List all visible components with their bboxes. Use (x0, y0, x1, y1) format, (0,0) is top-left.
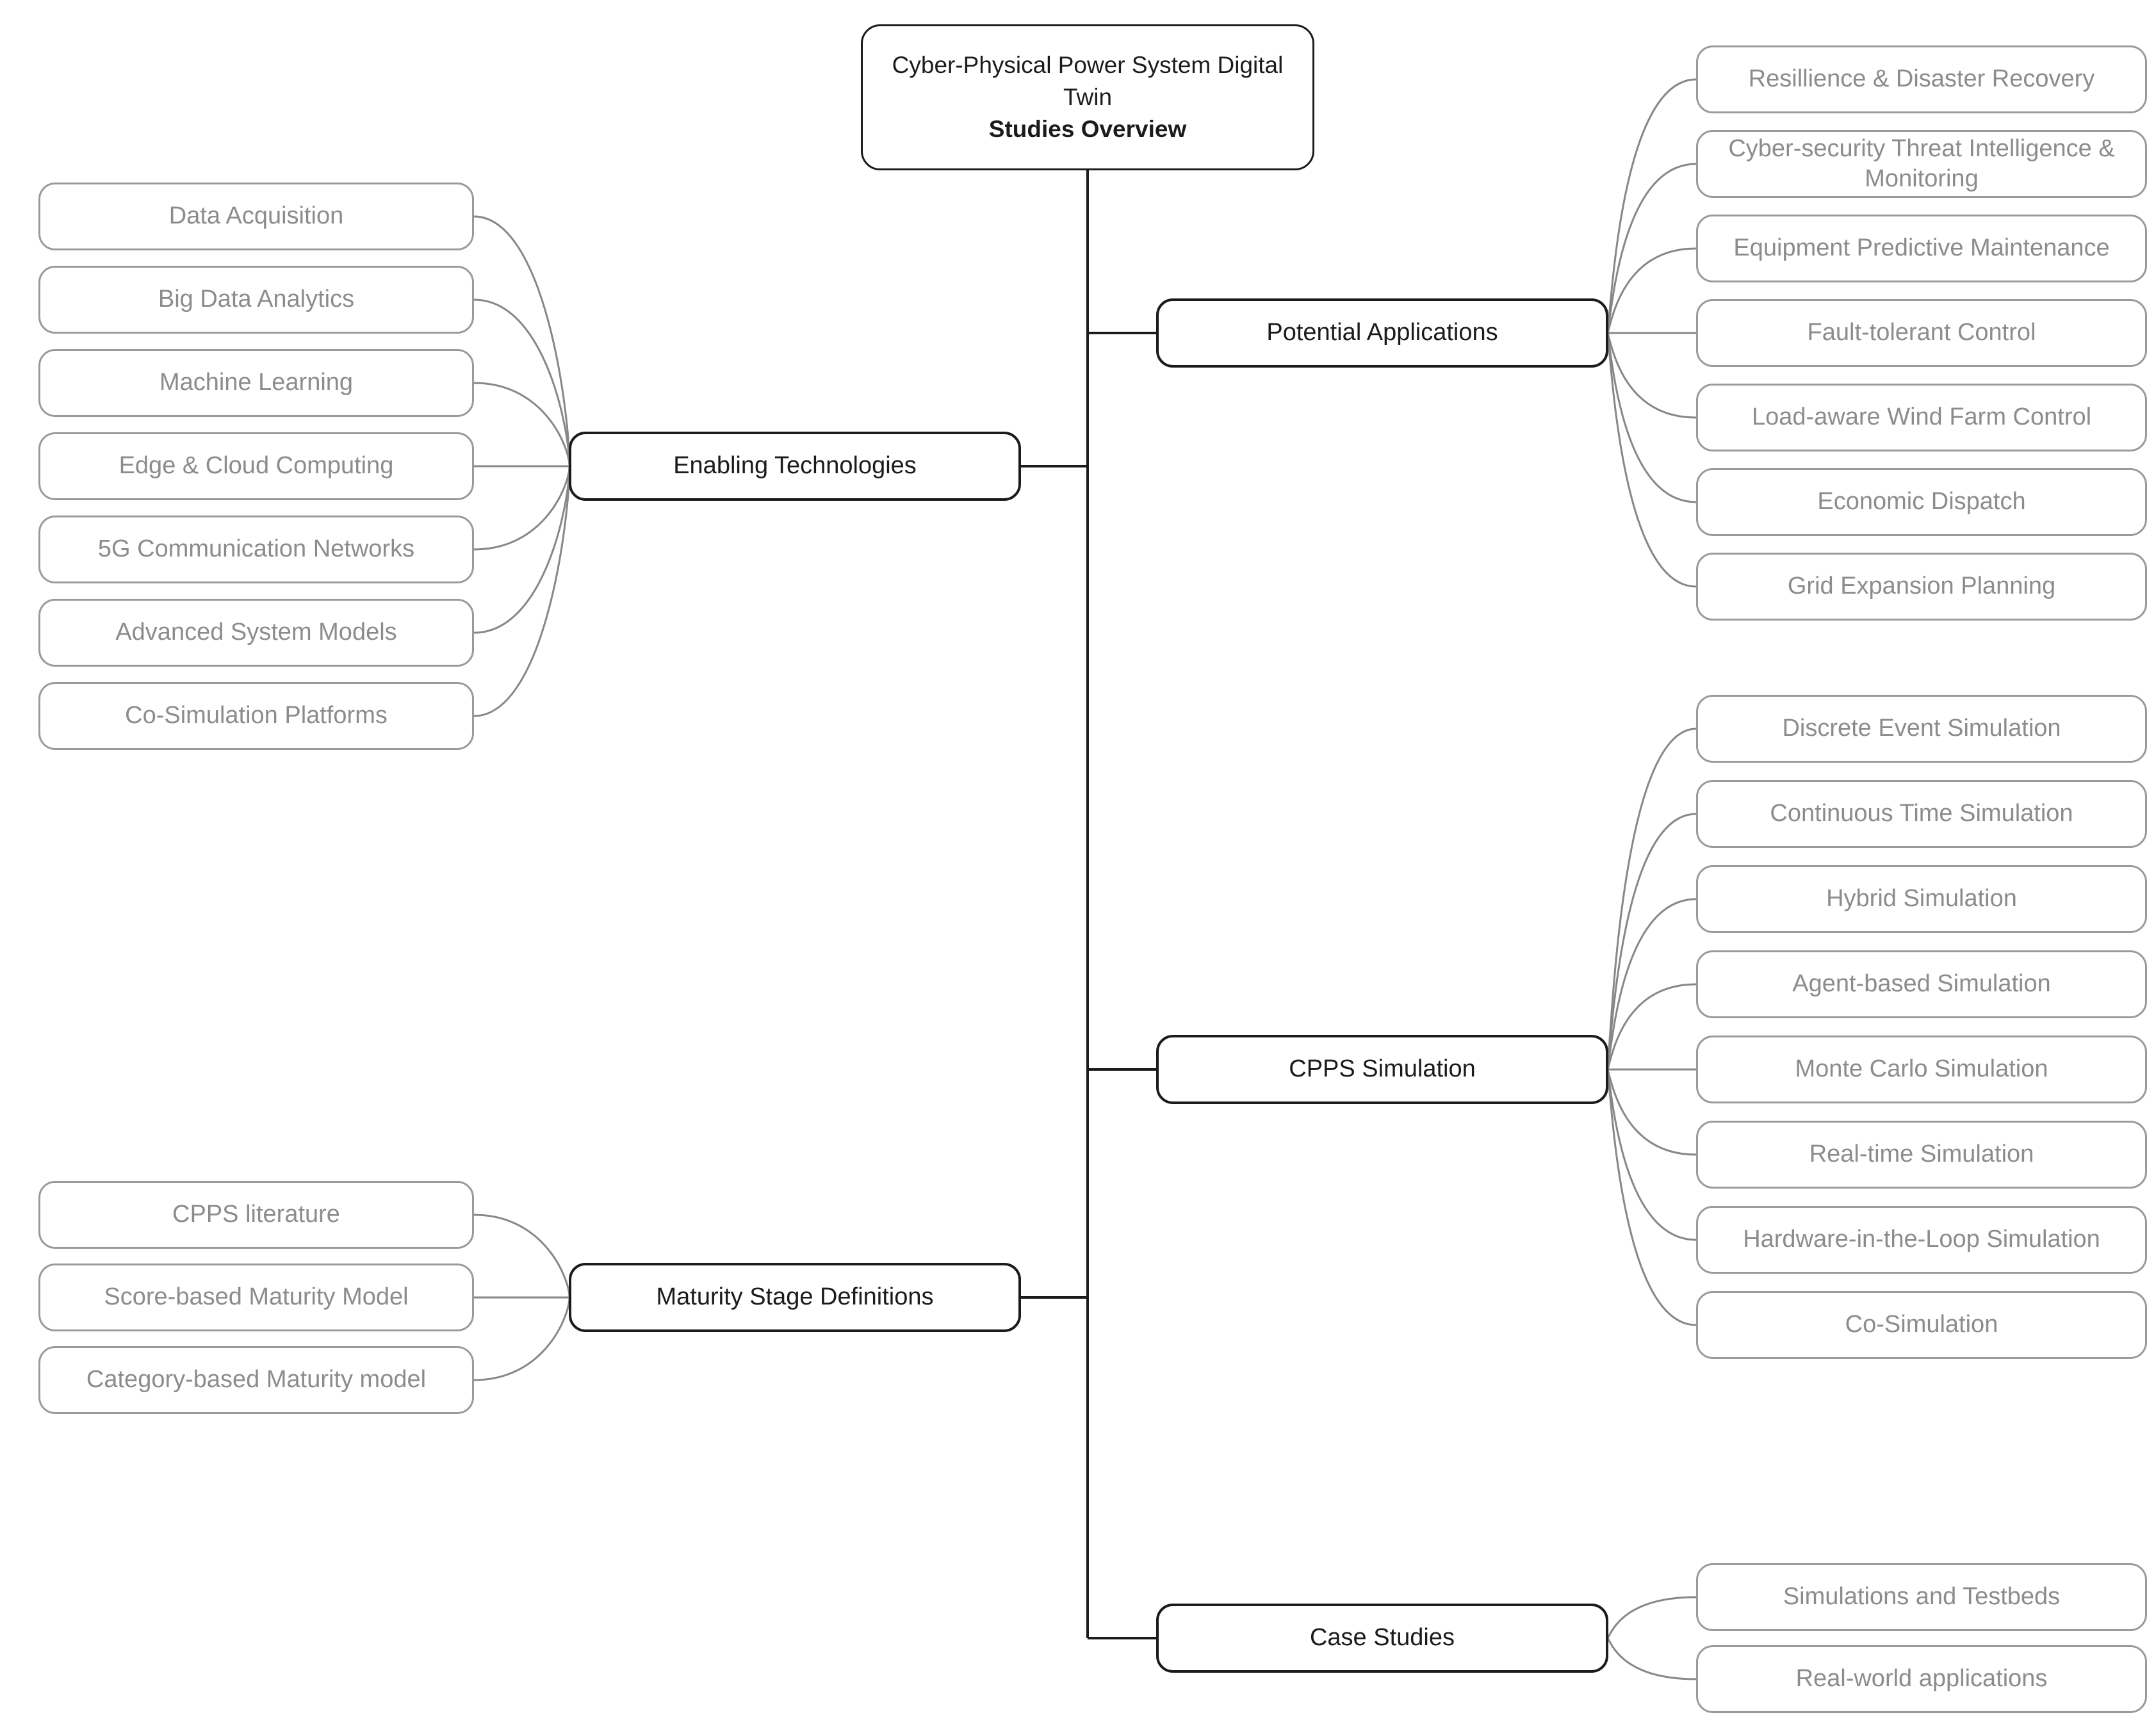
branch-node-case-studies[interactable]: Case Studies (1156, 1604, 1608, 1673)
child-node-data-acquisition-label: Data Acquisition (168, 202, 344, 230)
child-connector (1606, 898, 1697, 1070)
child-node-hardware-in-the-loop-simulation[interactable]: Hardware-in-the-Loop Simulation (1696, 1206, 2147, 1274)
child-node-simulations-and-testbeds[interactable]: Simulations and Testbeds (1696, 1563, 2147, 1631)
child-connector (473, 1214, 571, 1298)
child-node-grid-expansion-planning[interactable]: Grid Expansion Planning (1696, 553, 2147, 621)
branch-node-cpps-simulation[interactable]: CPPS Simulation (1156, 1035, 1608, 1104)
child-node-equipment-predictive-maintenance-label: Equipment Predictive Maintenance (1733, 234, 2110, 262)
child-node-advanced-system-models-label: Advanced System Models (115, 619, 397, 646)
child-connector (1606, 983, 1697, 1070)
child-node-real-time-simulation-label: Real-time Simulation (1809, 1141, 2034, 1168)
child-connector (1606, 813, 1697, 1070)
child-node-data-acquisition[interactable]: Data Acquisition (38, 183, 474, 250)
child-connector (1606, 332, 1697, 419)
child-connector (473, 298, 571, 467)
child-connector (1606, 163, 1697, 334)
child-node-hardware-in-the-loop-simulation-label: Hardware-in-the-Loop Simulation (1743, 1226, 2100, 1253)
child-node-load-aware-wind-farm-control[interactable]: Load-aware Wind Farm Control (1696, 384, 2147, 451)
child-node-machine-learning-label: Machine Learning (159, 369, 354, 396)
child-node-agent-based-simulation-label: Agent-based Simulation (1792, 970, 2051, 998)
child-connector (1606, 1069, 1697, 1156)
child-connector (1606, 247, 1697, 334)
child-node-equipment-predictive-maintenance[interactable]: Equipment Predictive Maintenance (1696, 215, 2147, 282)
child-node-economic-dispatch[interactable]: Economic Dispatch (1696, 468, 2147, 536)
child-node-cpps-literature-label: CPPS literature (172, 1201, 340, 1228)
child-node-resillience-disaster-recovery[interactable]: Resillience & Disaster Recovery (1696, 45, 2147, 113)
child-node-real-time-simulation[interactable]: Real-time Simulation (1696, 1121, 2147, 1189)
branch-node-cpps-simulation-label: CPPS Simulation (1289, 1055, 1476, 1083)
child-node-co-simulation[interactable]: Co-Simulation (1696, 1291, 2147, 1359)
branch-node-enabling-technologies-label: Enabling Technologies (673, 452, 917, 480)
child-node-category-based-maturity-model[interactable]: Category-based Maturity model (38, 1346, 474, 1414)
child-node-cpps-literature[interactable]: CPPS literature (38, 1181, 474, 1249)
child-node-real-world-applications[interactable]: Real-world applications (1696, 1645, 2147, 1713)
child-node-agent-based-simulation[interactable]: Agent-based Simulation (1696, 950, 2147, 1018)
child-node-load-aware-wind-farm-control-label: Load-aware Wind Farm Control (1751, 403, 2092, 431)
child-connector (473, 215, 571, 467)
child-connector (1606, 332, 1697, 588)
child-node-advanced-system-models[interactable]: Advanced System Models (38, 599, 474, 667)
child-node-co-simulation-platforms-label: Co-Simulation Platforms (125, 702, 388, 729)
child-connector (473, 382, 571, 467)
child-node-edge-cloud-computing[interactable]: Edge & Cloud Computing (38, 432, 474, 500)
child-connector (473, 1297, 571, 1381)
branch-node-potential-applications[interactable]: Potential Applications (1156, 298, 1608, 368)
child-node-continuous-time-simulation-label: Continuous Time Simulation (1770, 800, 2073, 827)
child-node-discrete-event-simulation[interactable]: Discrete Event Simulation (1696, 695, 2147, 763)
child-connector (1606, 1069, 1697, 1326)
child-node-co-simulation-platforms[interactable]: Co-Simulation Platforms (38, 682, 474, 750)
child-connector (473, 466, 571, 717)
child-node-co-simulation-label: Co-Simulation (1845, 1311, 1998, 1338)
child-node-score-based-maturity-model[interactable]: Score-based Maturity Model (38, 1264, 474, 1331)
child-node-category-based-maturity-model-label: Category-based Maturity model (86, 1366, 427, 1394)
child-node-grid-expansion-planning-label: Grid Expansion Planning (1787, 573, 2056, 600)
child-node-real-world-applications-label: Real-world applications (1795, 1665, 2048, 1693)
child-node-score-based-maturity-model-label: Score-based Maturity Model (104, 1283, 409, 1311)
child-node-fault-tolerant-control-label: Fault-tolerant Control (1807, 319, 2036, 346)
child-connector (473, 466, 571, 551)
child-node-discrete-event-simulation-label: Discrete Event Simulation (1782, 715, 2061, 742)
root-node[interactable]: Cyber-Physical Power System Digital Twin… (861, 24, 1314, 170)
child-node-monte-carlo-simulation[interactable]: Monte Carlo Simulation (1696, 1036, 2147, 1103)
child-node-hybrid-simulation[interactable]: Hybrid Simulation (1696, 865, 2147, 933)
child-node-simulations-and-testbeds-label: Simulations and Testbeds (1783, 1583, 2061, 1611)
child-node-5g-communication-networks-label: 5G Communication Networks (97, 535, 415, 563)
branch-node-maturity-stage-definitions-label: Maturity Stage Definitions (656, 1283, 934, 1311)
child-node-economic-dispatch-label: Economic Dispatch (1817, 488, 2026, 516)
branch-node-potential-applications-label: Potential Applications (1266, 319, 1498, 346)
child-node-hybrid-simulation-label: Hybrid Simulation (1826, 885, 2017, 913)
child-node-machine-learning[interactable]: Machine Learning (38, 349, 474, 417)
child-node-big-data-analytics[interactable]: Big Data Analytics (38, 266, 474, 334)
child-node-cyber-security-threat-intelligence-monitoring-label: Cyber-security Threat Intelligence & Mon… (1728, 134, 2115, 193)
root-title-line1: Cyber-Physical Power System Digital Twin (892, 52, 1284, 111)
child-connector (1606, 1638, 1697, 1680)
child-connector (1606, 78, 1697, 334)
child-node-big-data-analytics-label: Big Data Analytics (158, 286, 355, 313)
child-node-edge-cloud-computing-label: Edge & Cloud Computing (118, 452, 394, 480)
branch-node-case-studies-label: Case Studies (1309, 1624, 1455, 1652)
child-node-resillience-disaster-recovery-label: Resillience & Disaster Recovery (1748, 65, 2095, 93)
child-node-monte-carlo-simulation-label: Monte Carlo Simulation (1795, 1055, 2048, 1083)
child-connector (1606, 727, 1697, 1070)
child-node-5g-communication-networks[interactable]: 5G Communication Networks (38, 516, 474, 583)
branch-node-maturity-stage-definitions[interactable]: Maturity Stage Definitions (569, 1263, 1021, 1332)
child-node-fault-tolerant-control[interactable]: Fault-tolerant Control (1696, 299, 2147, 367)
child-node-continuous-time-simulation[interactable]: Continuous Time Simulation (1696, 780, 2147, 848)
child-node-cyber-security-threat-intelligence-monitoring[interactable]: Cyber-security Threat Intelligence & Mon… (1696, 130, 2147, 198)
child-connector (1606, 1596, 1697, 1639)
branch-node-enabling-technologies[interactable]: Enabling Technologies (569, 432, 1021, 501)
root-title-line2: Studies Overview (988, 115, 1187, 142)
